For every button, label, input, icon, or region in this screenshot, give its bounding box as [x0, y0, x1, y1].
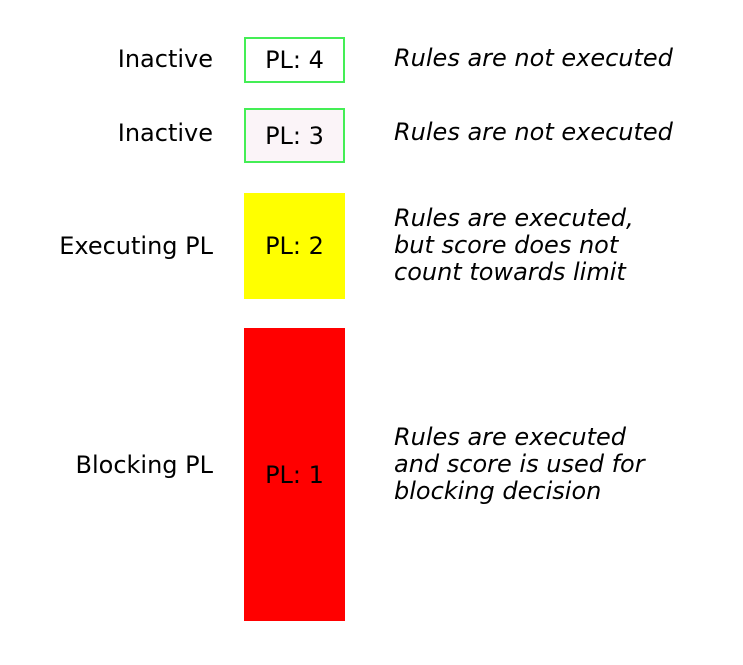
pl-box-label-4: PL: 4 [265, 46, 324, 74]
description-line: Rules are executed [394, 423, 626, 451]
state-label-pl1: Blocking PL [75, 451, 214, 479]
description-line: but score does not [394, 231, 619, 259]
description-pl2: Rules are executed, but score does not c… [394, 205, 734, 286]
pl-box-3: PL: 3 [244, 108, 345, 163]
description-line: blocking decision [394, 477, 602, 505]
description-line: Rules are executed, [394, 204, 634, 232]
state-label-pl4: Inactive [117, 45, 213, 73]
description-line: Rules are not executed [394, 44, 673, 72]
description-line: count towards limit [394, 258, 626, 286]
state-label-pl2: Executing PL [59, 232, 213, 260]
state-label-pl3: Inactive [117, 119, 213, 147]
pl-box-2: PL: 2 [244, 193, 345, 299]
pl-box-label-1: PL: 1 [265, 460, 324, 489]
pl-box-4: PL: 4 [244, 37, 345, 83]
description-pl1: Rules are executed and score is used for… [394, 424, 734, 505]
description-pl4: Rules are not executed [394, 45, 734, 72]
pl-box-1: PL: 1 [244, 328, 345, 621]
pl-box-label-2: PL: 2 [265, 232, 324, 260]
description-line: and score is used for [394, 450, 645, 478]
description-pl3: Rules are not executed [394, 119, 734, 146]
pl-box-label-3: PL: 3 [265, 121, 324, 150]
description-line: Rules are not executed [394, 118, 673, 146]
